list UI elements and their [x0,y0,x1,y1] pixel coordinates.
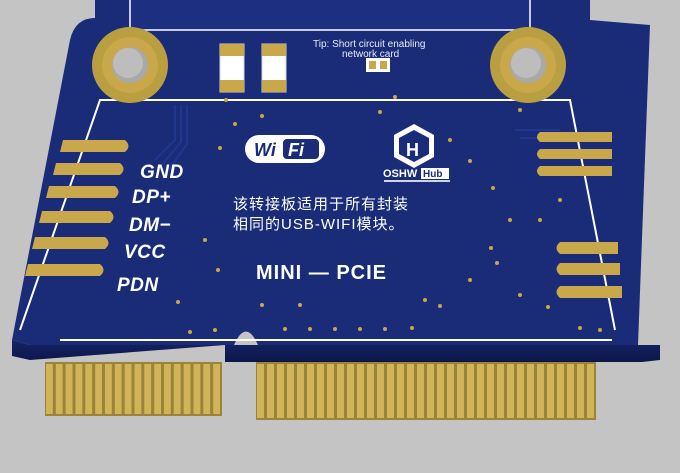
gold-finger [317,364,324,418]
form-factor-label: MINI — PCIE [256,262,387,284]
capacitor-c2 [261,43,287,93]
gold-finger [417,364,424,418]
gold-finger [527,364,534,418]
module-window [129,0,531,31]
gold-finger [497,364,504,418]
gold-finger [134,364,142,414]
gold-finger [337,364,344,418]
tip-line-2: network card [342,49,399,60]
board-edge [12,340,660,362]
edge-connector-left [45,362,222,416]
capacitor-c1 [219,43,245,93]
gold-finger [557,364,564,418]
gold-finger [154,364,161,414]
gold-finger [357,364,364,418]
gold-finger [467,364,474,418]
gold-finger [407,364,414,418]
vias [176,95,602,334]
gold-finger [46,364,53,414]
gold-finger [203,364,211,414]
solder-jumper [366,58,390,72]
tip-line-1: Tip: Short circuit enabling [313,39,425,50]
gold-finger [397,364,404,418]
left-pads [25,140,129,276]
pin-label-pdn: PDN [117,275,159,296]
gold-finger [427,364,434,418]
gold-finger [447,364,454,418]
edge-connector-right [256,362,596,420]
gold-finger [327,364,334,418]
oshwhub-logo: H OSHW Hub [383,124,450,182]
gold-finger [173,364,181,414]
gold-finger [114,364,122,414]
gold-finger [387,364,394,418]
description-line-1: 该转接板适用于所有封装 [233,195,409,213]
gold-finger [213,364,220,414]
pin-label-gnd: GND [140,162,184,183]
gold-finger [307,364,314,418]
gold-finger [287,364,294,418]
wifi-logo-fi: Fi [288,140,305,160]
pin-label-vcc: VCC [124,242,166,263]
wifi-logo-wi: Wi [254,140,277,160]
gold-finger [277,364,284,418]
gold-finger [347,364,354,418]
gold-finger [105,364,112,414]
oshwhub-text: OSHW [383,168,418,180]
gold-finger [297,364,304,418]
mounting-hole-right [490,27,566,103]
gold-finger [75,364,83,414]
gold-finger [144,364,152,414]
gold-finger [577,364,584,418]
gold-finger [477,364,484,418]
gold-finger [183,364,191,414]
oshwhub-badge: Hub [423,169,442,180]
gold-finger [547,364,554,418]
wifi-logo: Wi Fi [245,135,325,163]
pin-label-dp: DP+ [132,187,171,208]
gold-finger [85,364,93,414]
description-line-2: 相同的USB-WIFI模块。 [233,216,405,233]
gold-finger [367,364,374,418]
gold-finger [487,364,494,418]
gold-finger [65,364,73,414]
gold-finger [193,364,201,414]
gold-finger [377,364,384,418]
mounting-hole-left [92,27,168,103]
gold-finger [507,364,514,418]
right-pads-lower [556,242,622,298]
gold-finger [437,364,444,418]
gold-finger [587,364,594,418]
gold-finger [124,364,132,414]
pin-label-dm: DM− [129,215,171,236]
gold-finger [267,364,274,418]
gold-finger [95,364,102,414]
gold-finger [257,364,264,418]
gold-finger [517,364,524,418]
right-pads-upper [537,132,612,176]
gold-finger [537,364,544,418]
gold-finger [164,364,171,414]
finger-base [45,362,222,416]
gold-finger [567,364,574,418]
board-surface [12,0,650,345]
gold-finger [457,364,464,418]
gold-finger [55,364,63,414]
oshwhub-mark: H [406,140,419,160]
